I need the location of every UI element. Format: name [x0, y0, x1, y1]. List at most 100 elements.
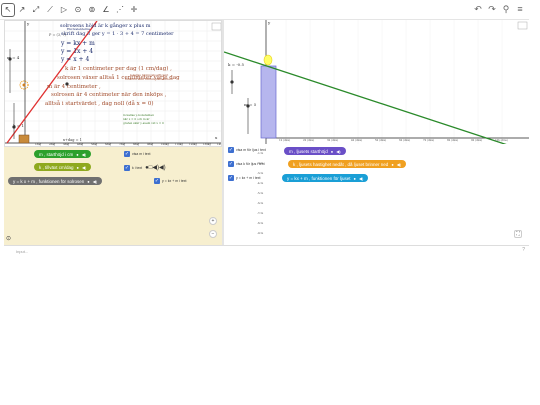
point-p[interactable] — [65, 82, 69, 86]
point-tool-icon[interactable]: ↗ — [18, 5, 26, 14]
checkbox-m-ljus-text[interactable]: ✓ — [228, 147, 234, 153]
visibility-icon[interactable]: ● — [76, 151, 79, 157]
circle-tool-icon[interactable]: ⊙ — [74, 5, 82, 14]
toolbar: ↖ ↗ ⤢ ⟋ ▷ ⊙ ⊚ ∠ ⋰ ✛ ↶ ↷ ⚲ ≡ — [0, 0, 529, 20]
function-label: y = k x + m , funktionen för solrosen — [13, 178, 85, 184]
ellipse-tool-icon[interactable]: ⊚ — [88, 5, 96, 14]
right-y-axis-label: y — [268, 20, 271, 25]
graph-text-line: solrosens höjd är k gånger x plus m — [60, 23, 151, 29]
x-tick-label: 8dag — [133, 143, 140, 146]
zoom-out-icon[interactable]: − — [209, 230, 217, 238]
perpendicular-tool-icon[interactable]: ⟋ — [47, 4, 53, 14]
candle-line[interactable] — [224, 51, 529, 144]
m-slider-pill[interactable]: m , starthöjd i cm ● ◀) — [34, 150, 92, 158]
toggle-icons[interactable]: ●□◀)◀) — [145, 165, 166, 171]
checkbox-function-text-label: y = kx + m i text — [162, 179, 187, 183]
sunflower-icon[interactable] — [19, 80, 29, 90]
move-tool-icon[interactable]: ↖ — [1, 2, 15, 17]
slider-k-label: k = 1 — [13, 123, 24, 128]
redo-icon[interactable]: ↷ — [488, 4, 496, 14]
right-graphics-view[interactable]: k = -0.5 m = 5 y 1h (dms)2h (dms)3h (dms… — [224, 20, 529, 144]
checkbox-k-ljus-label: visa k för ljus i text — [236, 162, 265, 166]
polygon-tool-icon[interactable]: ▷ — [60, 5, 68, 14]
x-tick-label: 6dag — [105, 143, 112, 146]
help-icon[interactable]: ? — [522, 247, 525, 253]
sunflower-center — [22, 83, 26, 87]
right-slider-k-label: k = -0.5 — [228, 62, 245, 67]
right-graph-canvas[interactable] — [224, 20, 529, 144]
ljus-m-slider-pill[interactable]: m , ljusets starthöjd ● ◀) — [284, 147, 346, 155]
candle-rect — [260, 65, 277, 139]
x-tick-label: 10dag — [161, 143, 169, 146]
visibility-icon[interactable]: ● — [391, 161, 394, 167]
x-tick-label: 1dag — [35, 143, 42, 146]
view-settings-icon[interactable] — [211, 22, 221, 31]
zoom-in-icon[interactable]: + — [209, 217, 217, 225]
menu-icon[interactable]: ≡ — [517, 4, 523, 14]
right-y-tick-label: -1cm — [257, 152, 264, 155]
graph-text-line: y = x + 4 — [61, 56, 90, 63]
right-y-tick-label: -3cm — [257, 172, 264, 175]
sound-icon[interactable]: ◀) — [336, 148, 341, 154]
view-divider[interactable] — [222, 20, 224, 245]
graph-text-line: alltså i startvärdet , dag noll (då x = … — [45, 101, 154, 107]
line-tool-icon[interactable]: ⤢ — [32, 4, 40, 14]
right-y-tick-label: -7cm — [257, 212, 264, 215]
left-graph-canvas[interactable] — [5, 21, 222, 147]
x-tick-label: 11dag — [175, 143, 183, 146]
ljus-k-slider-pill[interactable]: k , ljusets hastighet nedåt , då ljuset … — [288, 160, 407, 168]
angle-tool-icon[interactable]: ∠ — [102, 5, 110, 14]
checkbox-m-text[interactable]: ✓ — [124, 151, 130, 157]
visibility-icon[interactable]: ● — [87, 178, 90, 184]
graph-text-line: y = kx + m — [61, 40, 95, 47]
graph-text-line: m är 4 centimeter , — [47, 84, 101, 90]
ljus-function-pill[interactable]: y = kx + m , funktionen för ljuset ● ◀) — [282, 174, 369, 182]
slider-k-right-knob[interactable] — [230, 80, 234, 84]
slider-k-knob[interactable] — [12, 125, 16, 129]
input-bar[interactable]: Input... ? — [4, 245, 529, 256]
geogebra-app: ↖ ↗ ⤢ ⟋ ▷ ⊙ ⊚ ∠ ⋰ ✛ ↶ ↷ ⚲ ≡ — [0, 0, 529, 256]
slider-m-right-knob[interactable] — [246, 104, 250, 108]
k-slider-pill[interactable]: k , tillväxt cm/dag ● ◀) — [34, 163, 92, 171]
graph-note: m kallas y-konstanten — [123, 113, 154, 117]
sound-icon[interactable]: ◀) — [358, 175, 364, 181]
right-x-tick-label: 10h (dms) — [495, 139, 508, 142]
graph-text-line: k är 1 centimeter per dag (1 cm/dag) , — [65, 66, 172, 72]
right-x-tick-label: 1h (dms) — [279, 139, 291, 142]
sound-icon[interactable]: ◀) — [81, 164, 87, 170]
graph-text-line: Ekvivalenterna — [67, 27, 90, 31]
x-tick-label: 7dag — [119, 143, 126, 146]
home-icon[interactable]: ⊙ — [6, 236, 12, 242]
reflect-tool-icon[interactable]: ⋰ — [116, 5, 124, 14]
checkbox-k-text[interactable]: ✓ — [124, 164, 130, 171]
search-icon[interactable]: ⚲ — [502, 4, 510, 14]
function-pill[interactable]: y = k x + m , funktionen för solrosen ● … — [8, 177, 103, 185]
right-view-settings-icon[interactable] — [517, 21, 528, 30]
graph-note: när x = 0 och m är — [123, 117, 150, 121]
right-x-tick-label: 8h (dms) — [447, 139, 459, 142]
visibility-icon[interactable]: ● — [353, 175, 356, 181]
sound-icon[interactable]: ◀) — [92, 178, 98, 184]
input-bar-placeholder: Input... — [16, 248, 29, 254]
slider-m-knob[interactable] — [8, 57, 12, 61]
move-view-tool-icon[interactable]: ✛ — [130, 5, 138, 14]
sound-icon[interactable]: ◀) — [81, 151, 87, 157]
undo-icon[interactable]: ↶ — [474, 4, 482, 14]
x-axis-label: x — [215, 135, 218, 140]
checkbox-k-text-label: k i text — [132, 165, 143, 170]
right-y-tick-label: -5cm — [257, 192, 264, 195]
checkbox-function-ljus-text[interactable]: ✓ — [228, 175, 234, 181]
graph-text-line: solrosen är 4 centimeter när den inköps … — [51, 92, 167, 98]
right-x-tick-label: 9h (dms) — [471, 139, 483, 142]
visibility-icon[interactable]: ● — [76, 164, 79, 170]
sound-icon[interactable]: ◀) — [396, 161, 402, 167]
sunflower-line[interactable] — [6, 21, 98, 144]
x-tick-label: 12dag — [189, 143, 197, 146]
y-axis-label: y — [27, 21, 30, 26]
fullscreen-icon[interactable]: ⛶ — [514, 230, 522, 238]
right-x-tick-label: 6h (dms) — [399, 139, 411, 142]
checkbox-k-ljus-text[interactable]: ✓ — [228, 161, 234, 167]
visibility-icon[interactable]: ● — [330, 148, 334, 154]
checkbox-function-text[interactable]: ✓ — [154, 178, 160, 184]
